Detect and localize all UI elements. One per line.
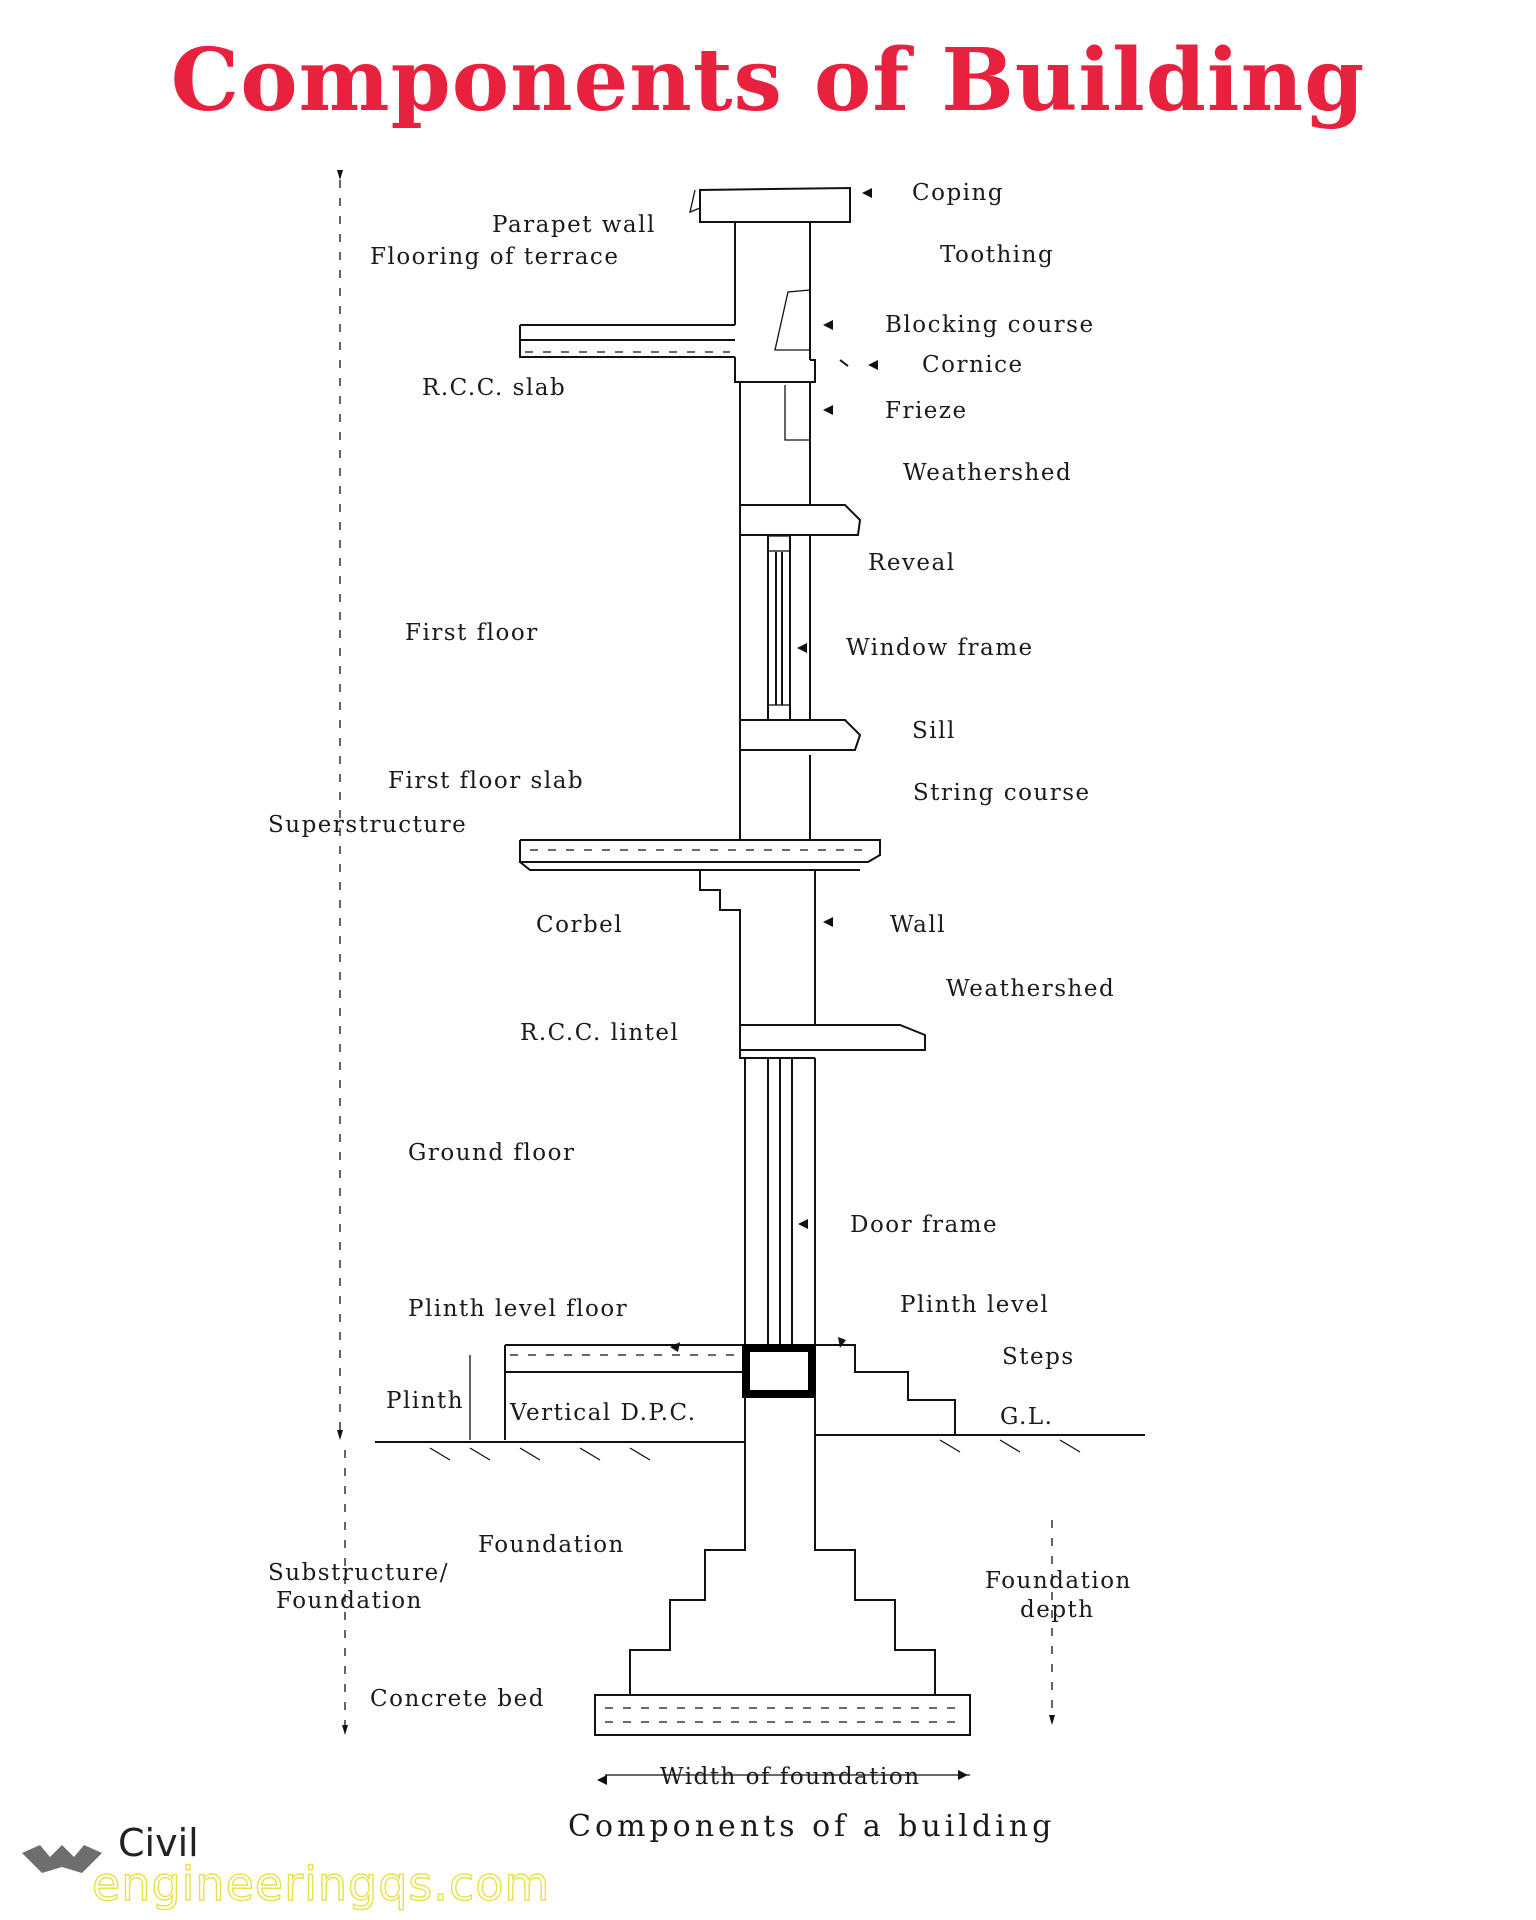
dpc-block bbox=[742, 1344, 816, 1398]
label-flooring-of-terrace: Flooring of terrace bbox=[370, 244, 619, 270]
label-vertical-dpc: Vertical D.P.C. bbox=[509, 1400, 697, 1426]
label-string-course: String course bbox=[913, 780, 1091, 806]
label-wall: Wall bbox=[890, 912, 946, 938]
label-window-frame: Window frame bbox=[846, 635, 1034, 661]
sill-shape bbox=[740, 719, 862, 751]
label-reveal: Reveal bbox=[868, 550, 956, 576]
section-drawing bbox=[339, 180, 1145, 1776]
page-title: Components of Building bbox=[170, 30, 1366, 131]
label-gl: G.L. bbox=[1000, 1404, 1053, 1430]
parapet-wall-shape bbox=[734, 222, 811, 360]
first-floor-wall bbox=[739, 382, 811, 840]
label-steps: Steps bbox=[1002, 1344, 1075, 1370]
label-plinth: Plinth bbox=[386, 1388, 464, 1414]
leader-arrows bbox=[337, 170, 1055, 1785]
label-cornice: Cornice bbox=[922, 352, 1024, 378]
corbel-shape bbox=[699, 870, 741, 1025]
label-foundation: Foundation bbox=[478, 1532, 625, 1558]
label-frieze: Frieze bbox=[885, 398, 968, 424]
door-frame-shape bbox=[744, 1058, 816, 1345]
label-sill: Sill bbox=[912, 718, 956, 744]
label-substructure-line1: Substructure/ bbox=[268, 1560, 449, 1586]
label-width-of-foundation: Width of foundation bbox=[660, 1764, 921, 1790]
gear-logo-icon bbox=[22, 1845, 102, 1873]
label-first-floor-slab: First floor slab bbox=[388, 768, 584, 794]
diagram-caption: Components of a building bbox=[568, 1809, 1055, 1844]
label-weathershed-lower: Weathershed bbox=[946, 976, 1115, 1002]
label-toothing: Toothing bbox=[940, 242, 1054, 268]
label-door-frame: Door frame bbox=[850, 1212, 998, 1238]
label-concrete-bed: Concrete bed bbox=[370, 1686, 545, 1712]
cornice-shape bbox=[734, 357, 849, 383]
label-rcc-slab: R.C.C. slab bbox=[422, 375, 566, 401]
steps-shape bbox=[815, 1344, 956, 1435]
coping-shape bbox=[699, 186, 851, 223]
label-weathershed-top: Weathershed bbox=[903, 460, 1072, 486]
weathershed-top-shape bbox=[740, 504, 862, 536]
first-floor-slab-shape bbox=[519, 839, 881, 871]
label-plinth-level: Plinth level bbox=[900, 1292, 1049, 1318]
label-parapet-wall: Parapet wall bbox=[492, 212, 656, 238]
label-plinth-level-floor: Plinth level floor bbox=[408, 1296, 628, 1322]
label-blocking-course: Blocking course bbox=[885, 312, 1095, 338]
ground-line bbox=[375, 1434, 1145, 1443]
rcc-lintel-shape bbox=[739, 1024, 926, 1059]
frieze-shape bbox=[784, 385, 810, 441]
label-foundation-depth-line2: depth bbox=[1020, 1597, 1095, 1623]
concrete-bed-shape bbox=[594, 1694, 971, 1736]
label-ground-floor: Ground floor bbox=[408, 1140, 575, 1166]
label-first-floor: First floor bbox=[405, 620, 539, 646]
plinth-floor-shape bbox=[504, 1344, 745, 1440]
label-rcc-lintel: R.C.C. lintel bbox=[520, 1020, 679, 1046]
rcc-slab-shape bbox=[519, 324, 735, 358]
label-corbel: Corbel bbox=[536, 912, 623, 938]
watermark: Civil engineeringqs.com bbox=[22, 1821, 550, 1912]
label-coping: Coping bbox=[912, 180, 1004, 206]
labels: Coping Parapet wall Toothing Flooring of… bbox=[268, 180, 1132, 1844]
watermark-civil: Civil bbox=[118, 1821, 199, 1865]
toothing-shape bbox=[774, 289, 811, 351]
foundation-shape bbox=[629, 1440, 936, 1695]
label-substructure-line2: Foundation bbox=[276, 1588, 423, 1614]
label-superstructure: Superstructure bbox=[268, 812, 467, 838]
window-frame-shape bbox=[767, 535, 791, 720]
label-foundation-depth-line1: Foundation bbox=[985, 1568, 1132, 1594]
watermark-site: engineeringqs.com bbox=[92, 1857, 550, 1911]
